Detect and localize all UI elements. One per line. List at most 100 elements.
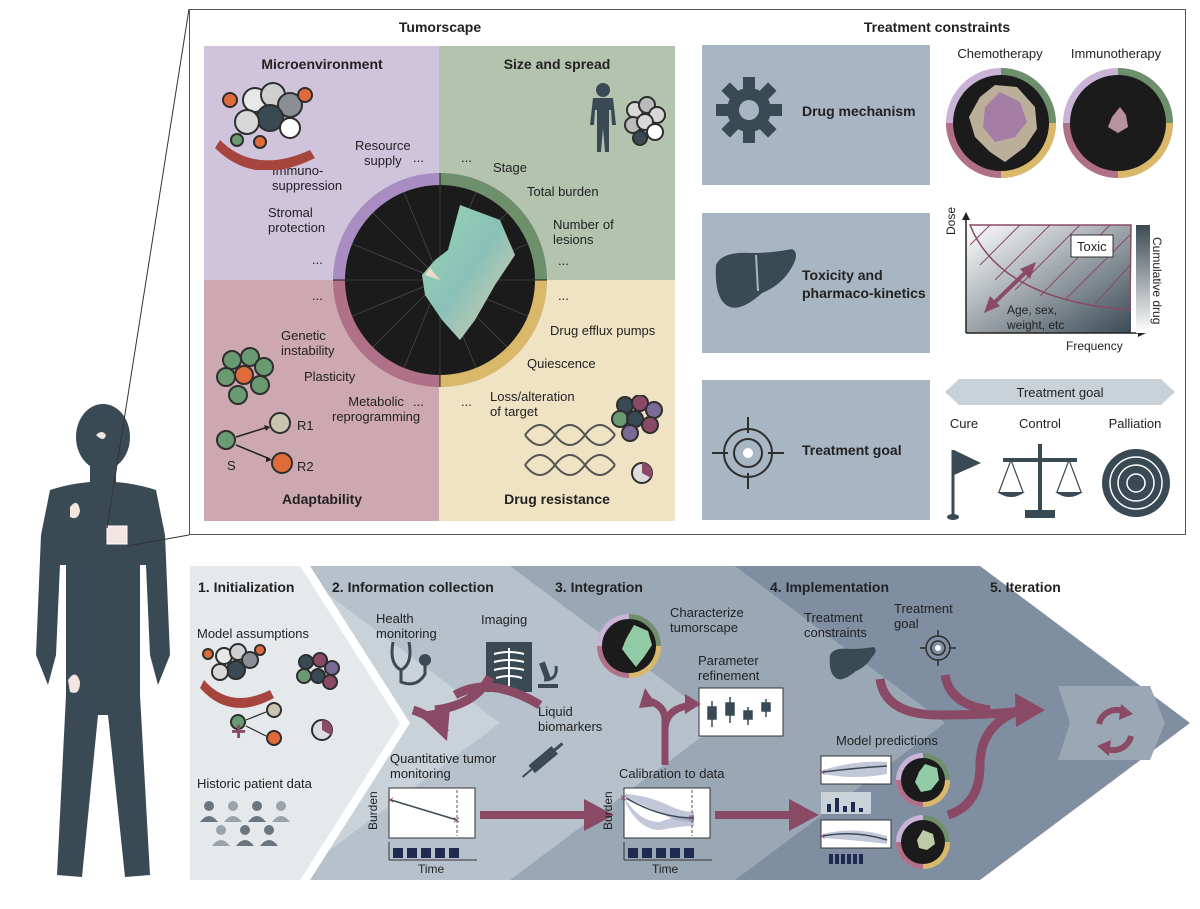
target-icon [712, 417, 784, 489]
genetic-instability-label: Genetic instability [281, 328, 335, 358]
microenvironment-cells-icon [215, 82, 315, 170]
historic-data-label: Historic patient data [197, 776, 312, 791]
iteration-cycle-icon [1096, 704, 1134, 756]
zoom-region [106, 525, 128, 545]
prediction-plots: × × [819, 755, 892, 864]
collection-arrows [411, 674, 543, 741]
quiescence-label: Quiescence [527, 356, 596, 371]
ellipsis-1: ... [413, 150, 424, 165]
liquid-biomarkers-label: Liquid biomarkers [538, 704, 603, 734]
microenvironment-label: Microenvironment [261, 56, 383, 72]
size-spread-label: Size and spread [503, 56, 611, 72]
refinement-arrows [639, 688, 701, 765]
ellipsis-2: ... [461, 150, 472, 165]
size-spread-figure-icon [590, 83, 666, 152]
stromal-protection-label: Stromal protection [268, 205, 326, 235]
stage-5-title: 5. Iteration [990, 579, 1061, 595]
tumorscape-title: Tumorscape [398, 19, 482, 35]
age-sex-label: Age, sex, weight, etc [1007, 303, 1065, 332]
characterize-radar [597, 614, 661, 678]
cure-label: Cure [949, 416, 979, 431]
treatment-goal-label: Treatment goal [802, 442, 902, 458]
plasticity-label: Plasticity [304, 369, 356, 384]
scales-icon [997, 444, 1083, 518]
lesion-thigh [68, 674, 80, 693]
loss-alteration-label: Loss/alteration of target [490, 389, 575, 419]
prediction-marker-2: × [819, 831, 825, 843]
model-assumptions-label: Model assumptions [197, 626, 309, 641]
immunotherapy-radar [1063, 68, 1173, 178]
patients-icon [200, 801, 290, 846]
toxicity-label: Toxicity and pharmaco-kinetics [802, 267, 926, 301]
zoom-lines [106, 8, 190, 547]
lesion-head [96, 432, 106, 439]
treatment-goal-box [702, 380, 930, 520]
ellipsis-8: ... [461, 394, 472, 409]
model-predictions-label: Model predictions [836, 733, 938, 748]
r1-label: R1 [297, 418, 314, 433]
stage-2-title: 2. Information collection [332, 579, 494, 595]
toxic-label: Toxic [1077, 239, 1107, 254]
stage-3-title: 3. Integration [555, 579, 643, 595]
control-label: Control [1019, 416, 1061, 431]
drug-mechanism-label: Drug mechanism [802, 103, 916, 119]
s-label: S [227, 458, 236, 473]
r2-label: R2 [297, 459, 314, 474]
drug-resistance-label: Drug resistance [504, 491, 610, 507]
cumulative-drug-label: Cumulative drug [1150, 237, 1164, 325]
tumorscape-radar [333, 173, 547, 387]
number-of-lesions-label: Number of lesions [553, 217, 614, 247]
imaging-label: Imaging [481, 612, 528, 627]
chemotherapy-radar [946, 68, 1056, 178]
calibration-marker-start: × [620, 791, 627, 805]
time-axis-label: Time [418, 862, 445, 876]
boxplot-icon [698, 687, 784, 737]
metabolic-label: Metabolic reprogramming [332, 394, 421, 424]
plus-sign: + [231, 716, 247, 746]
treatment-goal-small-label: Treatment goal [894, 601, 953, 631]
resource-supply-label: Resource supply [355, 138, 411, 168]
immunotherapy-label: Immunotherapy [1070, 46, 1162, 61]
syringe-icon [521, 742, 564, 778]
ellipsis-3: ... [312, 252, 323, 267]
drug-resistance-dna-icon [524, 395, 663, 484]
burden-plot-stage3: × × [620, 787, 712, 861]
model-assumptions-cells-icon [200, 643, 340, 746]
implementation-arrows [875, 673, 1045, 820]
toxicity-plot [962, 212, 1150, 337]
adaptability-cells-icon [216, 347, 293, 474]
liver-small-icon [829, 647, 876, 680]
arrow-to-calibration [480, 799, 614, 831]
total-burden-label: Total burden [527, 184, 599, 199]
flag-icon [947, 450, 981, 520]
chemotherapy-label: Chemotherapy [957, 46, 1043, 61]
burden-plot-stage2: × × [387, 787, 477, 861]
time-axis-label-2: Time [652, 862, 679, 876]
prediction-radar-2 [896, 815, 950, 869]
constraints-title: Treatment constraints [863, 19, 1011, 35]
calibration-label: Calibration to data [619, 766, 725, 781]
lesion-shoulder [70, 502, 80, 519]
treatment-constraints-label: Treatment constraints [804, 610, 867, 640]
goal-double-arrow [945, 379, 1175, 405]
flower-icon [1102, 449, 1170, 517]
target-small-icon [920, 630, 956, 666]
prediction-marker-1: × [819, 767, 825, 779]
ellipsis-6: ... [558, 288, 569, 303]
gear-icon [716, 77, 782, 143]
goal-bar-label: Treatment goal [1016, 385, 1104, 400]
ellipsis-5: ... [312, 288, 323, 303]
stage-1-title: 1. Initialization [198, 579, 295, 595]
burden-marker-start: × [387, 793, 394, 807]
characterize-label: Characterize tumorscape [670, 605, 744, 635]
frequency-axis-label: Frequency [1066, 339, 1123, 353]
stethoscope-icon [390, 641, 431, 686]
burden-axis-label: Burden [366, 791, 380, 830]
health-monitoring-label: Health monitoring [376, 611, 437, 641]
burden-axis-label-2: Burden [601, 791, 615, 830]
adaptability-label: Adaptability [281, 491, 363, 507]
palliation-label: Palliation [1108, 416, 1162, 431]
dose-axis-label: Dose [944, 206, 958, 235]
human-figure [36, 404, 170, 877]
arrow-to-predictions [715, 799, 819, 831]
